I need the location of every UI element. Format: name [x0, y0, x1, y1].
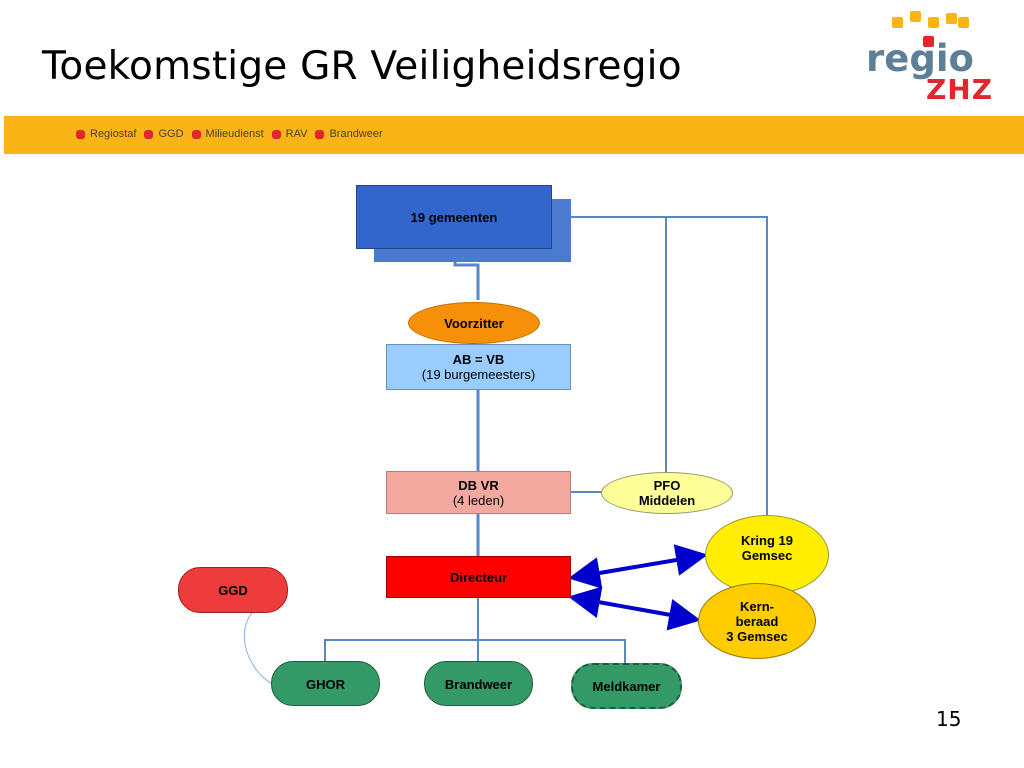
- partner-item: Brandweer: [315, 128, 383, 140]
- logo-dot: [910, 11, 921, 22]
- directeur-box: Directeur: [386, 556, 571, 598]
- brandweer-node: Brandweer: [424, 661, 533, 706]
- page-number: 15: [936, 707, 962, 731]
- partner-band: Regiostaf GGD Milieudienst RAV Brandweer: [4, 116, 1024, 154]
- logo-word-zhz: ZHZ: [926, 73, 994, 106]
- logo-dot: [946, 13, 957, 24]
- regio-zhz-logo: regio ZHZ: [862, 8, 1002, 108]
- connector-gemeenten-pfo: [570, 216, 667, 476]
- db-vr-box: DB VR (4 leden): [386, 471, 571, 514]
- connector-ggd-ghor: [243, 612, 273, 685]
- kernberaad-node: Kern- beraad 3 Gemsec: [698, 583, 816, 659]
- ab-vb-box: AB = VB (19 burgemeesters): [386, 344, 571, 390]
- partner-item: GGD: [144, 128, 184, 140]
- meldkamer-node: Meldkamer: [571, 663, 682, 709]
- slide-title: Toekomstige GR Veiligheidsregio: [42, 44, 682, 89]
- partner-item: RAV: [271, 128, 307, 140]
- ggd-node: GGD: [178, 567, 288, 613]
- connector-gemeenten-kring: [666, 216, 768, 515]
- logo-word-regio: regio: [866, 37, 974, 80]
- voorzitter-node: Voorzitter: [408, 302, 540, 344]
- bullet-icon: [191, 129, 201, 139]
- arrow-directeur-kernberaad: [568, 586, 701, 631]
- arrow-directeur-kring: [568, 544, 708, 589]
- logo-dot: [958, 17, 969, 28]
- connector-directeur-teams: [324, 598, 626, 664]
- kring-node: Kring 19 Gemsec: [705, 515, 829, 595]
- gemeenten-box: 19 gemeenten: [356, 185, 552, 249]
- logo-dot: [923, 36, 934, 47]
- logo-dot: [892, 17, 903, 28]
- pfo-node: PFO Middelen: [601, 472, 733, 514]
- partner-list: Regiostaf GGD Milieudienst RAV Brandweer: [76, 128, 391, 140]
- logo-dot: [928, 17, 939, 28]
- partner-item: Milieudienst: [191, 128, 264, 140]
- bullet-icon: [315, 129, 325, 139]
- bullet-icon: [144, 129, 154, 139]
- ghor-node: GHOR: [271, 661, 380, 706]
- bullet-icon: [76, 129, 85, 139]
- bullet-icon: [271, 129, 281, 139]
- partner-item: Regiostaf: [76, 128, 136, 140]
